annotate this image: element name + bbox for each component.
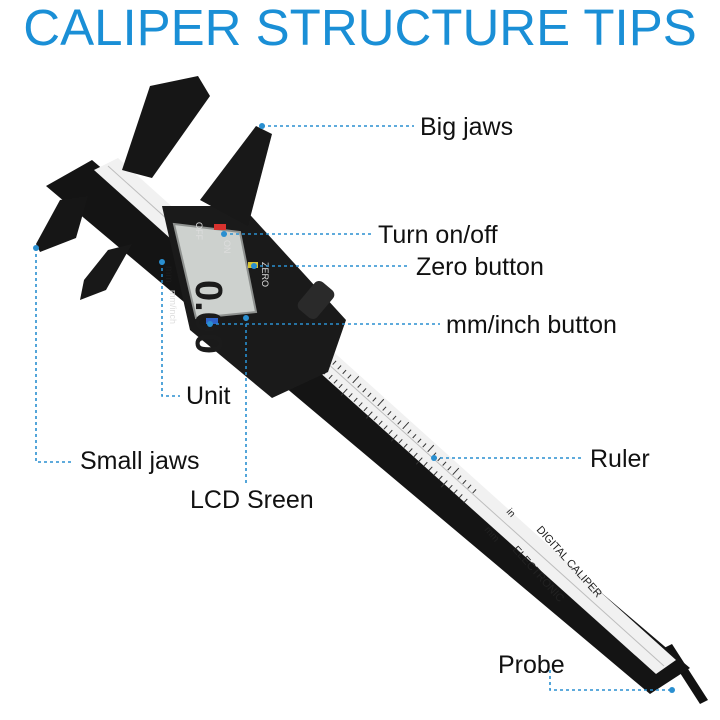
label-small-jaws: Small jaws [80,447,200,475]
label-probe: Probe [498,651,565,679]
ruler-tick [407,429,412,434]
ruler-tick [358,402,363,407]
label-mm-inch-button: mm/inch button [446,311,617,339]
leader-probe [549,670,672,691]
ruler-tick [337,365,342,370]
label-big-jaws: Big jaws [420,113,514,141]
ruler-tick [340,388,348,396]
ruler-tick [377,398,385,407]
ruler-tick [387,411,392,416]
ruler-tick [448,484,453,490]
ruler-tick [447,466,452,471]
label-ruler: Ruler [590,445,650,473]
ruler-tick [402,421,410,430]
ruler-tick [378,420,383,425]
mm-inch-button[interactable] [206,318,218,324]
ruler-tick [433,471,438,476]
ruler-tick [365,411,373,419]
ruler-tick [423,461,428,467]
zero-label: ZERO [260,262,270,287]
ruler-tick [440,480,448,488]
ruler-tick [347,374,352,379]
ruler-tick [383,425,388,430]
label-zero-button: Zero button [416,253,544,281]
ruler-tick [352,375,360,384]
ruler-tick [382,406,387,411]
thumb-wheel [297,280,335,320]
ruler-tick [472,489,477,494]
ruler-tick [422,443,427,448]
big-jaw-fixed [122,76,210,178]
lcd-unit-mark: mm [163,266,174,283]
ruler-tick [458,494,463,499]
ruler-tick [333,379,338,384]
ruler-tick [353,397,358,403]
ruler-tick [338,383,343,389]
label-unit: Unit [186,382,231,410]
ruler-tick [467,484,472,489]
small-jaw-sliding [80,244,132,300]
ruler-tick [332,360,337,365]
label-lcd-screen: LCD Sreen [190,486,314,514]
ruler-tick [403,443,408,448]
ruler-tick [348,393,353,398]
ruler-tick [398,438,403,444]
page-title: CALIPER STRUCTURE TIPS [23,0,697,56]
ruler-tick [412,433,417,439]
ruler-tick [362,388,367,393]
leader-lines [35,125,672,691]
ruler-tick [453,489,458,494]
ruler-tick [408,448,413,453]
ruler-tick [342,369,347,375]
label-turn-on-off: Turn on/off [378,221,498,249]
ruler-tick [415,457,423,465]
off-label: OFF [194,222,204,240]
ruler-tick [413,452,418,458]
lcd-reading: 0.00 [187,280,229,354]
on-label: ON [222,240,232,254]
ruler-tick [417,438,422,443]
ruler-tick [392,415,397,420]
ruler-tick [442,461,447,466]
ruler-tick [390,434,398,442]
ruler-tick [427,444,435,453]
ruler-tick [457,475,462,480]
ruler-tick [397,420,402,425]
ruler-tick [328,374,333,380]
leader-unit [161,262,180,397]
ruler-tick [462,479,467,485]
ruler-tick [463,498,468,503]
ruler-tick [373,416,378,421]
big-jaw-sliding [200,126,272,226]
ruler-tick [452,467,460,476]
on-off-button[interactable] [214,224,226,230]
ruler-tick [363,406,368,412]
ruler-tick [438,475,443,481]
leader-small-jaws [35,248,72,463]
ruler-tick [372,397,377,402]
leader-dots [33,123,675,693]
ruler-tick [367,392,372,398]
ruler-tick [428,466,433,471]
small-jaw-fixed [36,196,88,252]
mm-inch-label: mm/inch [168,290,178,324]
ruler-tick [388,429,393,435]
ruler-tick [357,383,362,388]
